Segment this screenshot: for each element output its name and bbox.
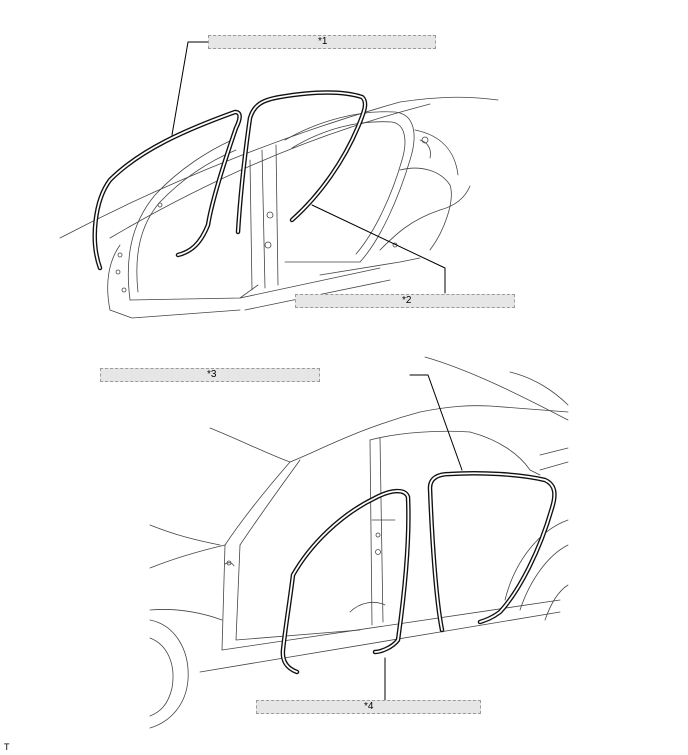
callout-label-3: *3	[207, 369, 217, 380]
callout-box-1	[208, 35, 436, 49]
callout-label-2: *2	[402, 295, 412, 306]
leader-line-3	[409, 374, 463, 471]
corner-mark: T	[4, 742, 10, 752]
front-door-weatherstrip-upper	[92, 109, 242, 271]
leader-line-2	[311, 204, 446, 294]
front-door-weatherstrip-lower	[280, 488, 411, 675]
body-side-panel	[59, 96, 499, 319]
callout-box-2	[295, 294, 515, 308]
callout-label-4: *4	[364, 701, 374, 712]
leader-line-1	[171, 41, 209, 136]
callout-box-4	[256, 700, 481, 714]
leader-lines	[171, 41, 463, 701]
vehicle-outline	[149, 356, 569, 729]
weatherstrips	[92, 90, 557, 675]
callout-label-1: *1	[318, 36, 328, 47]
callout-box-3	[100, 368, 320, 382]
